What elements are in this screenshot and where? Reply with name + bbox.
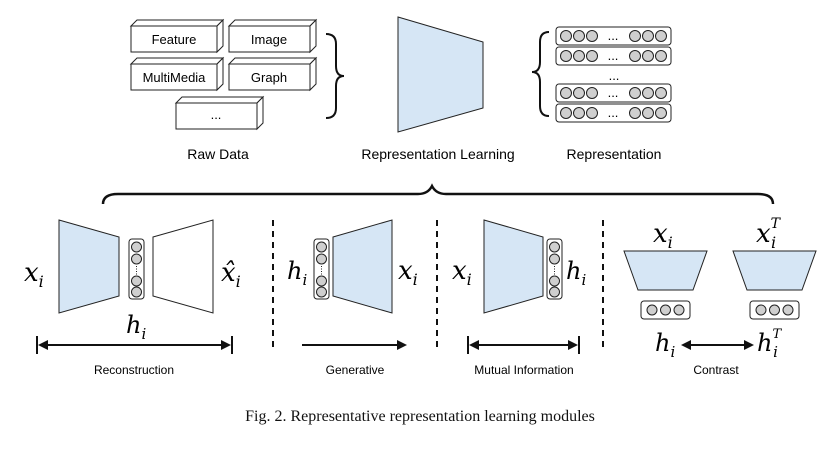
- encoder-shape: [397, 16, 484, 133]
- representation-node: [573, 50, 585, 62]
- representation-node: [655, 87, 667, 99]
- mi-hidden: hi: [566, 257, 586, 289]
- representation-node: [573, 30, 585, 42]
- generative-code: [313, 238, 330, 300]
- representation-row-dots: ...: [608, 85, 619, 100]
- raw-box-label: Graph: [251, 70, 287, 85]
- raw-box-label: Image: [251, 32, 287, 47]
- representation-middle-dots: ...: [609, 68, 620, 83]
- contrast-code-2: [749, 300, 800, 320]
- raw-box-label: Feature: [152, 32, 197, 47]
- contrast-code-1: [640, 300, 691, 320]
- representation-node: [586, 50, 598, 62]
- representation-node: [560, 50, 572, 62]
- representation-node: [642, 87, 654, 99]
- representation-node: [560, 107, 572, 119]
- module-reconstruction: xi x̂i hi Reconstruction: [24, 219, 241, 377]
- representation-node: [560, 30, 572, 42]
- representation-node: [586, 87, 598, 99]
- reconstruction-code: [128, 238, 145, 300]
- representation-vectors: ............: [555, 26, 672, 123]
- representation-node: [629, 87, 641, 99]
- generative-output: xi: [398, 256, 418, 289]
- representation-learning-label: Representation Learning: [361, 146, 514, 162]
- contrast-input: xi: [653, 219, 673, 252]
- representation-row-dots: ...: [608, 28, 619, 43]
- representation-node: [629, 50, 641, 62]
- representation-group: ............ ... Representation: [531, 26, 672, 162]
- representation-vector-row: ...: [555, 83, 672, 103]
- mi-input: xi: [452, 256, 472, 289]
- raw-data-brace: [325, 33, 345, 119]
- mi-encoder: [483, 219, 544, 314]
- representation-node: [655, 50, 667, 62]
- representation-node: [573, 107, 585, 119]
- modules-brace: [101, 183, 775, 205]
- representation-row-dots: ...: [608, 105, 619, 120]
- mi-label: Mutual Information: [474, 363, 573, 377]
- contrast-label: Contrast: [693, 363, 739, 377]
- generative-label: Generative: [326, 363, 385, 377]
- representation-node: [642, 50, 654, 62]
- contrast-encoder-1: [623, 250, 708, 291]
- raw-data-group: Feature Image MultiMedia Graph ...: [129, 18, 345, 162]
- raw-box-more: ...: [174, 95, 265, 131]
- representation-node: [586, 30, 598, 42]
- module-generative: hi xi Generative: [287, 219, 418, 377]
- representation-node: [629, 30, 641, 42]
- representation-vector-row: ...: [555, 103, 672, 123]
- representation-vector-row: ...: [555, 26, 672, 46]
- raw-box-image: Image: [227, 18, 318, 54]
- representation-node: [560, 87, 572, 99]
- representation-node: [586, 107, 598, 119]
- module-mutual-information: xi hi Mutual Information: [452, 219, 586, 377]
- representation-node: [655, 30, 667, 42]
- raw-box-graph: Graph: [227, 56, 318, 92]
- representation-node: [655, 107, 667, 119]
- representation-node: [642, 30, 654, 42]
- raw-box-label: MultiMedia: [143, 70, 207, 85]
- reconstruction-encoder: [58, 219, 120, 314]
- representation-label: Representation: [567, 146, 662, 162]
- representation-row-dots: ...: [608, 48, 619, 63]
- reconstruction-input: xi: [24, 258, 44, 291]
- representation-brace: [531, 31, 550, 117]
- representation-node: [573, 87, 585, 99]
- reconstruction-decoder: [152, 219, 214, 314]
- reconstruction-output: x̂i: [221, 258, 241, 291]
- reconstruction-label: Reconstruction: [94, 363, 174, 377]
- generative-hidden: hi: [287, 257, 307, 289]
- representation-learning-group: Representation Learning: [361, 16, 515, 162]
- figure-caption: Fig. 2. Representative representation le…: [245, 408, 595, 425]
- representation-node: [629, 107, 641, 119]
- mi-code: [546, 238, 563, 300]
- raw-data-label: Raw Data: [187, 146, 249, 162]
- generative-decoder: [332, 219, 393, 314]
- representation-node: [642, 107, 654, 119]
- raw-box-feature: Feature: [129, 18, 225, 54]
- raw-box-label: ...: [211, 107, 222, 122]
- contrast-h: hi: [655, 329, 675, 361]
- reconstruction-hidden: hi: [126, 311, 146, 343]
- raw-box-multimedia: MultiMedia: [129, 56, 225, 92]
- contrast-encoder-2: [732, 250, 817, 291]
- representation-vector-row: ...: [555, 46, 672, 66]
